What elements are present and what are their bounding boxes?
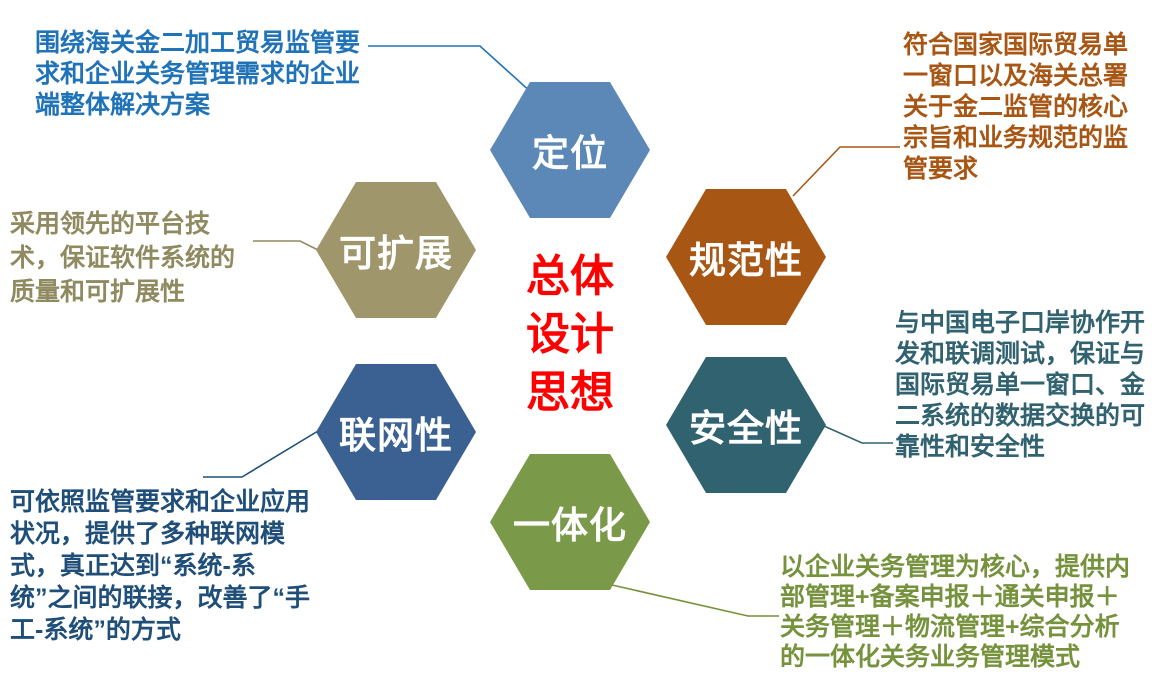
connector-security <box>823 425 893 444</box>
hexagon-integration-label: 一体化 <box>513 505 627 546</box>
connector-networking <box>203 430 319 478</box>
desc-standardization: 符合国家国际贸易单一窗口以及海关总署关于金二监管的核心宗旨和业务规范的监管要求 <box>903 31 1129 183</box>
hexagon-integration: 一体化 <box>490 454 650 590</box>
center-title-line-3: 思想 <box>526 368 614 417</box>
hexagon-standardization-label: 规范性 <box>689 240 803 281</box>
connector-integration <box>611 584 779 617</box>
hexagon-positioning-label: 定位 <box>532 133 608 174</box>
desc-security: 与中国电子口岸协作开发和联调测试，保证与国际贸易单一窗口、金二系统的数据交换的可… <box>895 309 1146 461</box>
hexagon-positioning: 定位 <box>490 82 650 218</box>
desc-positioning: 围绕海关金二加工贸易监管要求和企业关务管理需求的企业端整体解决方案 <box>35 29 361 119</box>
connector-positioning <box>368 45 544 104</box>
desc-scalability: 采用领先的平台技术，保证软件系统的质量和可扩展性 <box>10 210 236 306</box>
desc-integration: 以企业关务管理为核心，提供内部管理+备案申报＋通关申报＋关务管理＋物流管理+综合… <box>780 553 1131 671</box>
center-title-line-1: 总体 <box>526 252 614 301</box>
center-title: 总体 设计 思想 <box>490 248 650 422</box>
hexagon-scalability-label: 可扩展 <box>339 233 453 274</box>
center-title-line-2: 设计 <box>526 310 614 359</box>
hexagon-standardization: 规范性 <box>666 189 826 325</box>
connector-scalability <box>253 240 319 251</box>
connector-standardization <box>792 146 900 197</box>
hexagon-security-label: 安全性 <box>689 408 803 449</box>
desc-networking: 可依照监管要求和企业应用状况，提供了多种联网模式，真正达到“系统-系统”之间的联… <box>10 488 311 644</box>
hexagon-security: 安全性 <box>666 357 826 493</box>
hexagon-networking-label: 联网性 <box>339 415 453 456</box>
